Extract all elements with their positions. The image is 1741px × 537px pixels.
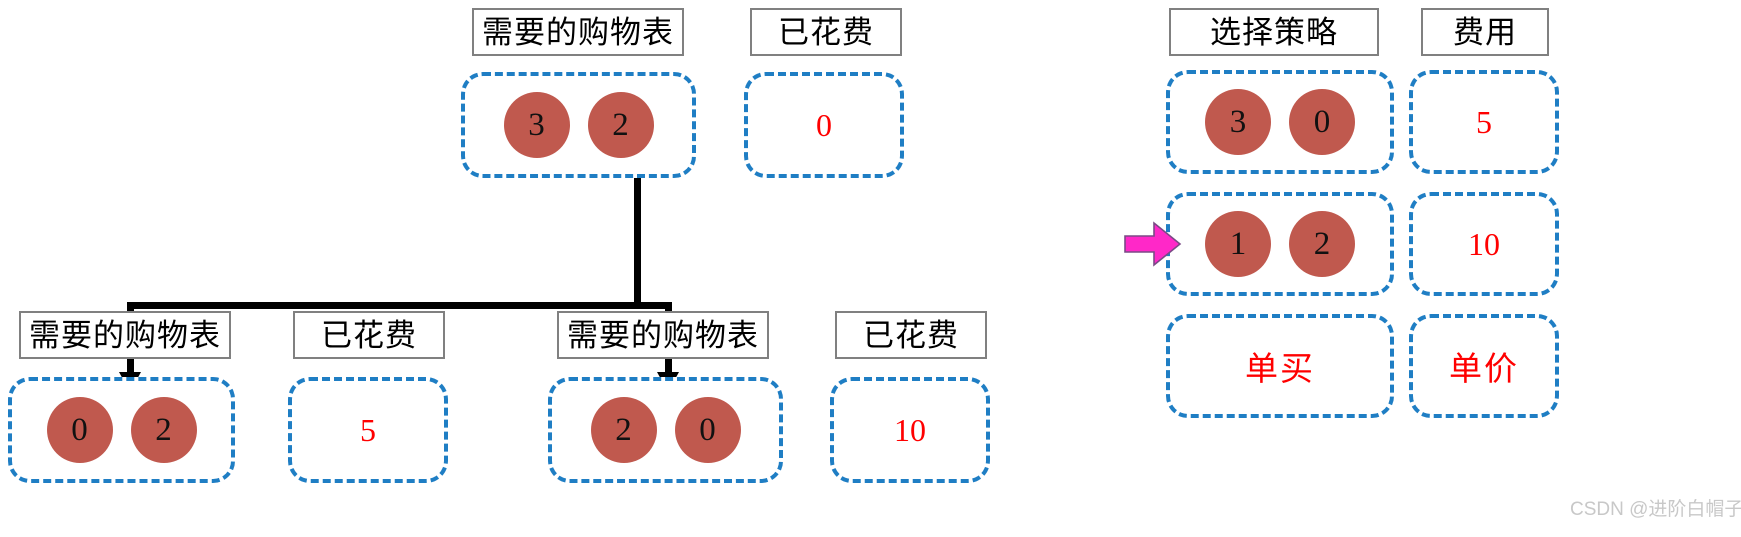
- strategy-row-cell-selected[interactable]: 1 2: [1166, 192, 1394, 296]
- cost-row-cell: 10: [1409, 192, 1559, 296]
- child-right-shopping-list-box: 2 0: [548, 377, 783, 483]
- watermark: CSDN @进阶白帽子: [1570, 499, 1741, 520]
- child-left-shopping-list-header: 需要的购物表: [19, 311, 231, 359]
- root-shopping-list-box: 3 2: [461, 72, 696, 178]
- child-right-spent-box: 10: [830, 377, 990, 483]
- child-left-spent-box: 5: [288, 377, 448, 483]
- item-circle: 0: [46, 397, 113, 463]
- root-spent-value: 0: [816, 106, 832, 143]
- cost-value: 5: [1476, 103, 1492, 140]
- cost-value: 单价: [1449, 352, 1519, 388]
- root-spent-header: 已花费: [750, 8, 902, 56]
- strategy-row-cell[interactable]: 3 0: [1166, 70, 1394, 174]
- item-circle: 2: [1289, 211, 1355, 277]
- child-right-spent-header: 已花费: [835, 311, 987, 359]
- item-circle: 0: [1289, 89, 1355, 155]
- strategy-text: 单买: [1245, 352, 1315, 388]
- item-circle: 1: [1205, 211, 1271, 277]
- child-left-spent-value: 5: [360, 411, 376, 448]
- root-shopping-list-header: 需要的购物表: [472, 8, 684, 56]
- cost-column-header: 费用: [1421, 8, 1549, 56]
- child-left-spent-header: 已花费: [293, 311, 445, 359]
- item-circle: 3: [503, 92, 570, 158]
- strategy-column-header: 选择策略: [1169, 8, 1379, 56]
- cost-row-cell: 5: [1409, 70, 1559, 174]
- cost-row-cell: 单价: [1409, 314, 1559, 418]
- child-right-shopping-list-header: 需要的购物表: [557, 311, 769, 359]
- item-circle: 2: [590, 397, 657, 463]
- connector-horizontal-bar: [127, 302, 672, 309]
- strategy-row-cell[interactable]: 单买: [1166, 314, 1394, 418]
- child-left-shopping-list-box: 0 2: [8, 377, 235, 483]
- child-right-spent-value: 10: [894, 411, 926, 448]
- right-arrow-icon: [1124, 221, 1182, 267]
- item-circle: 2: [130, 397, 197, 463]
- cost-value: 10: [1468, 225, 1500, 262]
- root-spent-box: 0: [744, 72, 904, 178]
- item-circle: 3: [1205, 89, 1271, 155]
- item-circle: 0: [674, 397, 741, 463]
- item-circle: 2: [587, 92, 654, 158]
- connector-trunk-vertical: [634, 174, 641, 309]
